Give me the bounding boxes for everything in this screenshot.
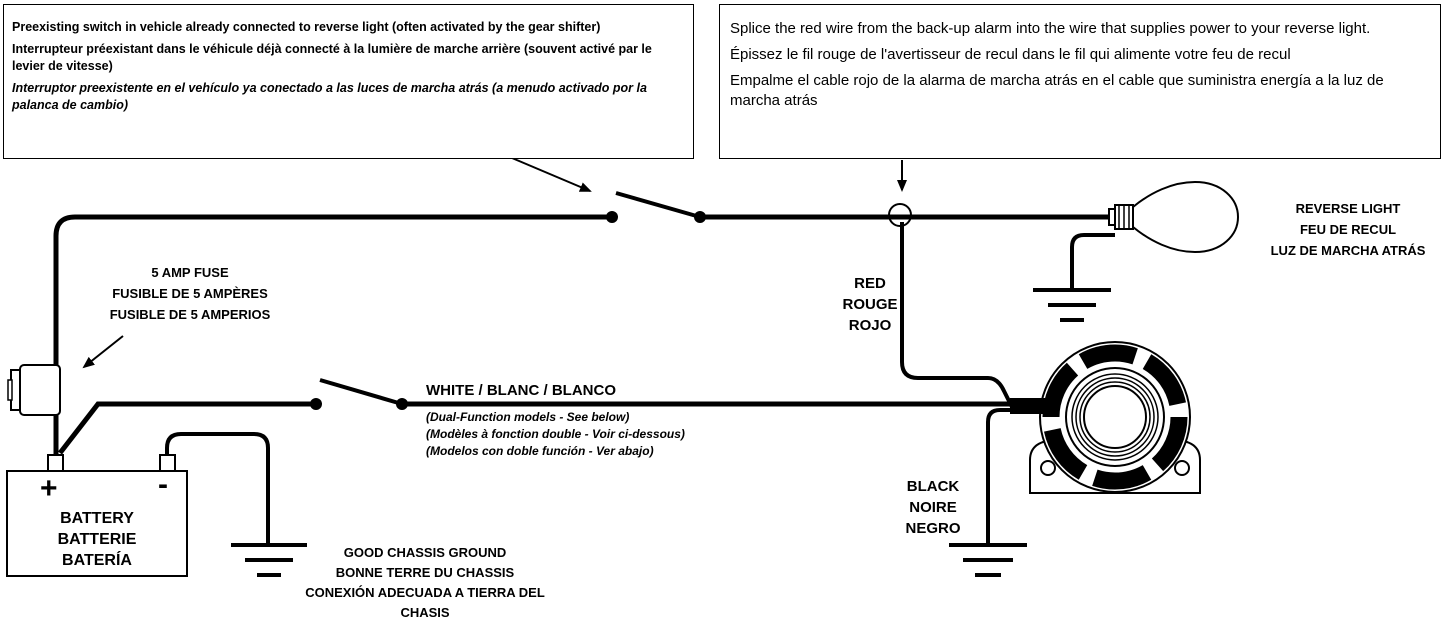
black-wire (986, 408, 1012, 543)
fuse-label: 5 AMP FUSE FUSIBLE DE 5 AMPÈRES FUSIBLE … (109, 265, 271, 322)
backup-alarm (1010, 341, 1201, 494)
ground-symbol-battery (231, 543, 307, 577)
white-wire-label: WHITE / BLANC / BLANCO (426, 382, 616, 399)
battery-label: BATTERY BATTERIE BATERÍA (57, 510, 137, 569)
reverse-light-ground-wire (1070, 233, 1115, 290)
reverse-switch-terminal-left (606, 211, 618, 223)
splice-callout: Splice the red wire from the back-up ala… (719, 4, 1441, 159)
splice-callout-en: Splice the red wire from the back-up ala… (730, 20, 1371, 37)
splice-callout-fr: Épissez le fil rouge de l'avertisseur de… (730, 46, 1291, 63)
switch-callout-en: Preexisting switch in vehicle already co… (12, 20, 601, 34)
battery-negative-sign: - (158, 468, 168, 501)
chassis-ground-label: GOOD CHASSIS GROUND BONNE TERRE DU CHASS… (305, 545, 545, 620)
battery-symbol (6, 454, 188, 577)
positive-feed-wire (58, 401, 316, 455)
reverse-light-label: REVERSE LIGHT FEU DE RECUL LUZ DE MARCHA… (1270, 201, 1426, 258)
reverse-switch-blade (615, 191, 701, 219)
arrow-to-switch (511, 157, 592, 192)
black-wire-label: BLACK NOIRE NEGRO (905, 478, 961, 537)
switch-callout-es: Interruptor preexistente en el vehículo … (12, 81, 647, 112)
dual-function-switch-blade (319, 378, 403, 406)
ground-symbol-alarm (949, 543, 1027, 577)
power-wire (53, 214, 612, 365)
battery-ground-wire (165, 432, 270, 543)
red-wire-label: RED ROUGE ROJO (842, 275, 898, 334)
reverse-light-bulb (1108, 180, 1240, 254)
ground-symbol-light (1033, 288, 1111, 322)
splice-callout-es: Empalme el cable rojo de la alarma de ma… (730, 72, 1384, 109)
dual-function-note: (Dual-Function models - See below) (Modè… (426, 410, 685, 458)
fuse-symbol (7, 364, 61, 416)
battery-positive-sign: + (40, 472, 58, 505)
switch-callout-fr: Interrupteur préexistant dans le véhicul… (12, 42, 652, 73)
red-wire (900, 222, 1014, 408)
arrow-to-fuse (82, 335, 124, 369)
switch-callout: Preexisting switch in vehicle already co… (3, 4, 694, 159)
